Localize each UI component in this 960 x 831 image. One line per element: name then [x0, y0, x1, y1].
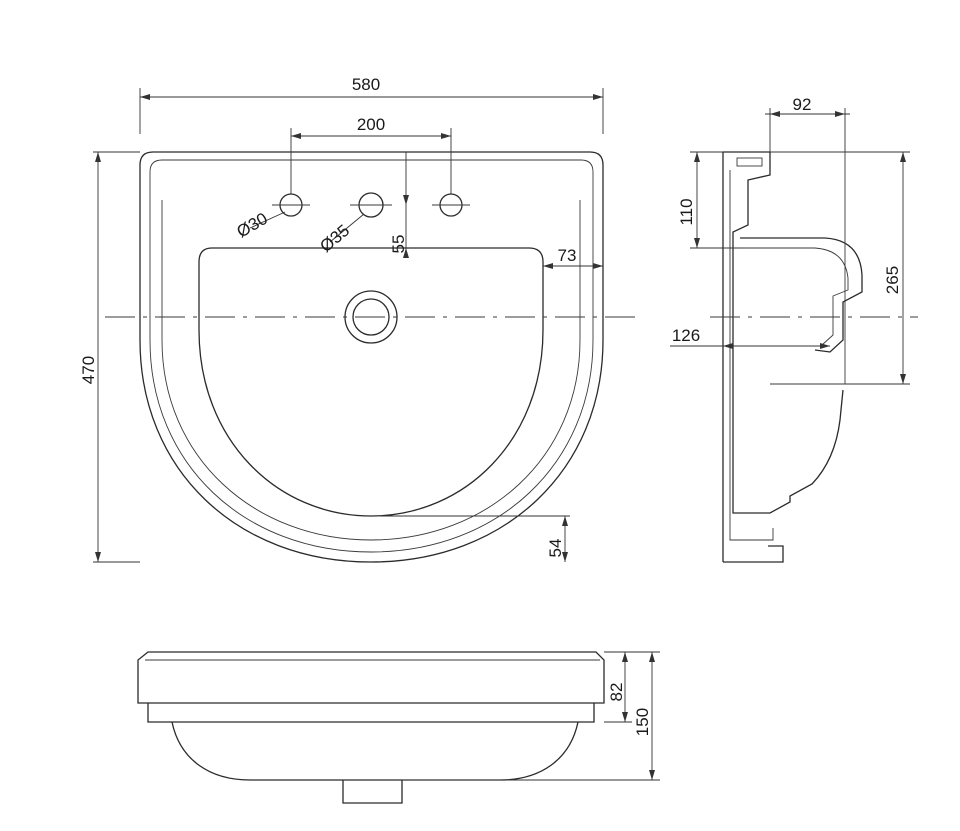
dim-side-bracket-height: 265: [883, 266, 902, 294]
side-overflow-channel-inner: [740, 247, 849, 346]
dim-bowl-inset: 73: [558, 246, 577, 265]
side-inner-back-line: [729, 170, 774, 541]
front-waste-outlet: [342, 780, 403, 804]
dim-side-upper-height: 110: [677, 198, 696, 225]
waste-hole-inner: [352, 298, 390, 336]
dim-overall-width: 580: [352, 75, 380, 94]
front-dimensions: 82 150: [402, 651, 660, 781]
side-overflow-channel: [740, 237, 863, 353]
front-rim-outline: [137, 651, 605, 704]
dim-overall-depth: 470: [79, 356, 98, 384]
front-bowl-outline: [171, 721, 579, 781]
dim-side-top-width: 92: [793, 95, 812, 114]
dim-tap-spacing: 200: [357, 115, 385, 134]
dim-side-overflow-depth: 126: [672, 326, 700, 345]
dim-front-rim-height: 82: [607, 683, 626, 702]
dim-hole-to-bowl: 55: [389, 235, 408, 254]
front-view: [137, 651, 605, 804]
plan-view: [105, 151, 640, 563]
side-inner-profile: [732, 152, 844, 514]
side-view: [710, 151, 918, 563]
dim-tap-hole-diameter: Ø30: [234, 209, 271, 242]
dim-front-total-height: 150: [633, 708, 652, 736]
dim-front-rim: 54: [546, 539, 565, 558]
side-bottom-edge: [723, 545, 784, 563]
side-bracket-box: [770, 151, 846, 385]
plan-dimensions: 580 200 Ø30 Ø35 55 73 470: [79, 75, 604, 563]
plan-rim-line-inner: [161, 200, 581, 541]
dim-center-hole-diameter: Ø35: [316, 221, 353, 256]
plan-outer-outline: [139, 151, 604, 563]
plan-rim-line: [149, 159, 594, 553]
plan-bowl-outline: [198, 247, 544, 517]
side-dimensions: 92 110 265 126: [670, 95, 910, 385]
front-rim-lower-band: [147, 703, 595, 723]
side-top-recess: [736, 157, 763, 167]
